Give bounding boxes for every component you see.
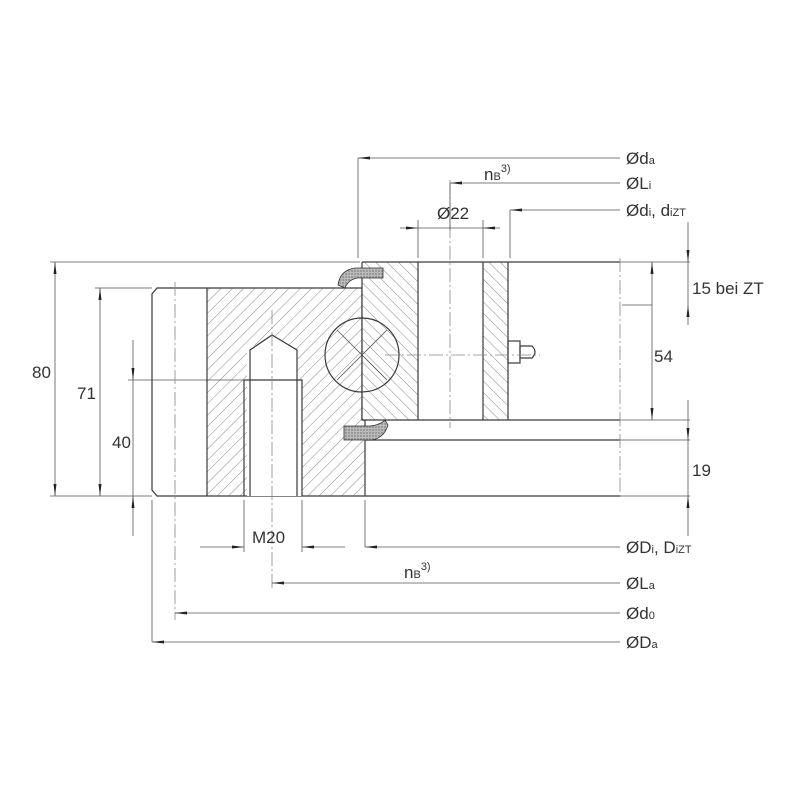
hole-count-bottom: nB3) — [404, 561, 431, 582]
dim-hole-diameter: Ø22 — [437, 204, 469, 223]
grease-nipple-icon — [507, 340, 536, 364]
label-Da: ØDa — [626, 633, 659, 652]
threaded-bolt-hole — [243, 334, 303, 496]
dim-height-inner: 54 — [654, 347, 673, 366]
center-lines — [174, 180, 540, 620]
label-da-top: Øda — [626, 149, 656, 168]
vertical-dimensions — [53, 222, 690, 536]
label-di: Ødi, diZT — [626, 201, 686, 220]
dim-height-outer: 71 — [77, 384, 96, 403]
dim-height-total: 80 — [32, 363, 51, 382]
dim-zt-offset: 15 bei ZT — [692, 279, 764, 298]
dim-gap-height: 19 — [692, 461, 711, 480]
inner-ring — [361, 258, 621, 500]
label-d0: Ød0 — [626, 604, 655, 623]
dim-thread-depth: 40 — [112, 433, 131, 452]
label-li: ØLi — [626, 174, 651, 193]
hole-count-top: nB3) — [484, 163, 511, 184]
label-La: ØLa — [626, 574, 656, 593]
extension-lines — [50, 261, 690, 497]
dim-thread: M20 — [252, 528, 285, 547]
label-Di: ØDi, DiZT — [626, 538, 692, 557]
bottom-leaders — [151, 500, 620, 644]
seals — [337, 267, 389, 441]
top-leaders — [357, 156, 620, 258]
